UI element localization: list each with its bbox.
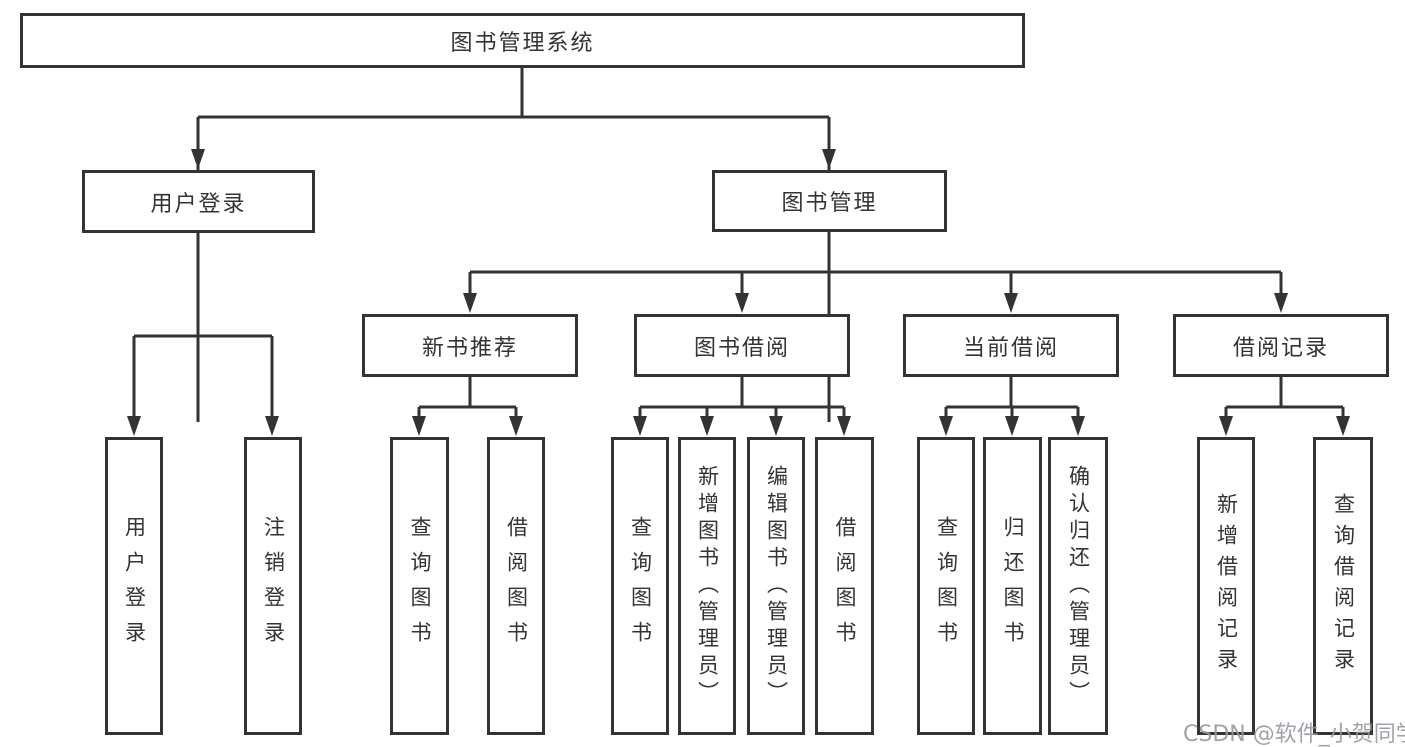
leaf-cb-query-books: 查询图书 bbox=[917, 437, 975, 735]
leaf-bb-add-books-admin-label: 新增图书（管理员） bbox=[695, 464, 720, 708]
arrow-leaf-nbr-query bbox=[412, 416, 426, 436]
arrow-user-login bbox=[191, 149, 205, 169]
arrow-leaf-logout bbox=[265, 416, 279, 436]
node-new-book-recommend-label: 新书推荐 bbox=[421, 335, 518, 361]
leaf-bb-query-books-label: 查询图书 bbox=[628, 516, 653, 656]
leaf-bb-edit-books-admin: 编辑图书（管理员） bbox=[747, 437, 805, 735]
leaf-bb-edit-books-admin-label: 编辑图书（管理员） bbox=[764, 464, 789, 708]
leaf-bb-add-books-admin: 新增图书（管理员） bbox=[678, 437, 736, 735]
arrow-leaf-bb-edit bbox=[769, 416, 783, 436]
leaf-bb-borrow-books-label: 借阅图书 bbox=[833, 516, 857, 656]
arrow-book-mgmt bbox=[822, 149, 836, 169]
leaf-user-login: 用户登录 bbox=[105, 437, 163, 735]
node-new-book-recommend: 新书推荐 bbox=[362, 314, 578, 377]
leaf-cb-return-books: 归还图书 bbox=[983, 437, 1042, 735]
leaf-nbr-query-books: 查询图书 bbox=[390, 437, 449, 735]
node-current-borrowing-label: 当前借阅 bbox=[962, 335, 1059, 361]
node-user-login: 用户登录 bbox=[82, 170, 315, 233]
node-book-borrowing-label: 图书借阅 bbox=[693, 335, 790, 361]
leaf-bb-borrow-books: 借阅图书 bbox=[815, 437, 874, 735]
arrow-borrow-record bbox=[1274, 293, 1288, 313]
arrow-leaf-cb-confirm bbox=[1071, 416, 1085, 436]
arrow-leaf-br-add bbox=[1219, 416, 1233, 436]
node-book-management: 图书管理 bbox=[712, 170, 947, 232]
node-borrowing-records: 借阅记录 bbox=[1173, 314, 1389, 377]
node-book-management-label: 图书管理 bbox=[781, 191, 878, 216]
leaf-nbr-borrow-books-label: 借阅图书 bbox=[504, 516, 529, 656]
leaf-logout: 注销登录 bbox=[244, 437, 302, 735]
leaf-user-login-label: 用户登录 bbox=[122, 516, 147, 656]
arrow-leaf-nbr-borrow bbox=[509, 416, 523, 436]
leaf-bb-query-books: 查询图书 bbox=[611, 437, 669, 735]
node-user-login-label: 用户登录 bbox=[150, 191, 247, 217]
arrow-book-borrow bbox=[735, 293, 749, 313]
leaf-cb-confirm-return-admin-label: 确认归还（管理员） bbox=[1066, 464, 1091, 708]
node-library-system-label: 图书管理系统 bbox=[450, 30, 595, 56]
node-current-borrowing: 当前借阅 bbox=[903, 314, 1119, 377]
arrow-leaf-bb-borrow bbox=[837, 416, 851, 436]
leaf-br-add-record: 新增借阅记录 bbox=[1197, 437, 1255, 735]
leaf-br-query-record-label: 查询借阅记录 bbox=[1331, 493, 1356, 679]
arrow-leaf-bb-add bbox=[700, 416, 714, 436]
leaf-nbr-query-books-label: 查询图书 bbox=[408, 516, 432, 656]
node-library-system: 图书管理系统 bbox=[20, 13, 1025, 68]
leaf-cb-confirm-return-admin: 确认归还（管理员） bbox=[1048, 437, 1108, 735]
leaf-br-add-record-label: 新增借阅记录 bbox=[1214, 493, 1239, 679]
leaf-nbr-borrow-books: 借阅图书 bbox=[487, 437, 545, 735]
arrow-leaf-user-login bbox=[127, 416, 141, 436]
leaf-logout-label: 注销登录 bbox=[261, 516, 286, 656]
arrow-leaf-bb-query bbox=[633, 416, 647, 436]
arrow-leaf-cb-query bbox=[939, 416, 953, 436]
csdn-watermark: CSDN @软件_小贺同学 bbox=[1183, 722, 1405, 747]
leaf-cb-return-books-label: 归还图书 bbox=[1001, 516, 1025, 656]
arrow-new-book-rec bbox=[463, 293, 477, 313]
node-book-borrowing: 图书借阅 bbox=[634, 314, 850, 377]
leaf-br-query-record: 查询借阅记录 bbox=[1313, 437, 1373, 735]
node-borrowing-records-label: 借阅记录 bbox=[1232, 335, 1329, 361]
arrow-current-borrow bbox=[1004, 293, 1018, 313]
leaf-cb-query-books-label: 查询图书 bbox=[934, 516, 959, 656]
arrow-leaf-br-query bbox=[1336, 416, 1350, 436]
arrow-leaf-cb-return bbox=[1005, 416, 1019, 436]
